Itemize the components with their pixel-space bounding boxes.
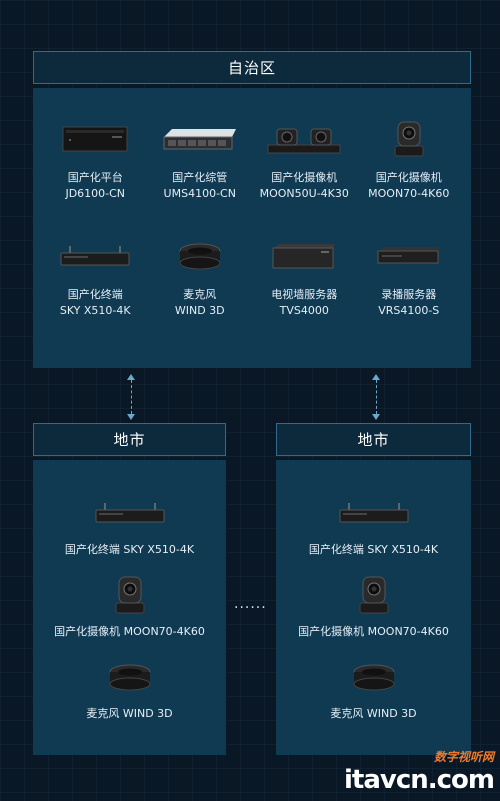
device-label: 麦克风 WIND 3D	[86, 707, 173, 720]
city-header-right: 地市	[276, 423, 471, 456]
recording-server-icon	[357, 233, 462, 279]
microphone-icon	[148, 233, 253, 279]
watermark-en: itavcn.com	[344, 765, 495, 795]
device-label: 国产化摄像机 MOON70-4K60	[298, 625, 449, 638]
terminal-box-icon	[43, 233, 148, 279]
connector-line-left	[131, 380, 132, 414]
ptz-camera-icon	[33, 572, 226, 618]
region-header: 自治区	[33, 51, 471, 84]
connector-line-right	[376, 380, 377, 414]
device-label: 麦克风 WIND 3D	[330, 707, 417, 720]
ptz-camera-icon	[276, 572, 471, 618]
terminal-box-icon	[276, 490, 471, 536]
arrow-down-icon	[127, 414, 135, 420]
microphone-icon	[33, 654, 226, 700]
city-title: 地市	[113, 431, 146, 449]
region-title: 自治区	[227, 59, 276, 77]
ellipsis: ......	[234, 596, 267, 612]
arrow-up-icon	[127, 374, 135, 380]
city-title: 地市	[357, 431, 390, 449]
arrow-down-icon	[372, 414, 380, 420]
terminal-box-icon	[33, 490, 226, 536]
city-header-left: 地市	[33, 423, 226, 456]
server-rack-icon	[43, 116, 148, 162]
storage-server-icon	[148, 116, 253, 162]
arrow-up-icon	[372, 374, 380, 380]
device-label: 国产化摄像机 MOON70-4K60	[54, 625, 205, 638]
watermark-logo: 数字视听网 itavcn.com	[344, 748, 495, 795]
watermark-cn: 数字视听网	[433, 750, 494, 764]
ptz-camera-icon	[357, 116, 462, 162]
device-label: 国产化终端 SKY X510-4K	[308, 543, 439, 556]
microphone-icon	[276, 654, 471, 700]
device-label: 国产化终端 SKY X510-4K	[64, 543, 195, 556]
city-device-list-left: 国产化终端 SKY X510-4K 国产化摄像机 MOON70-4K60 麦克风…	[33, 460, 226, 736]
dual-camera-icon	[252, 116, 357, 162]
city-device-list-right: 国产化终端 SKY X510-4K 国产化摄像机 MOON70-4K60 麦克风…	[276, 460, 471, 736]
tv-wall-server-icon	[252, 233, 357, 279]
